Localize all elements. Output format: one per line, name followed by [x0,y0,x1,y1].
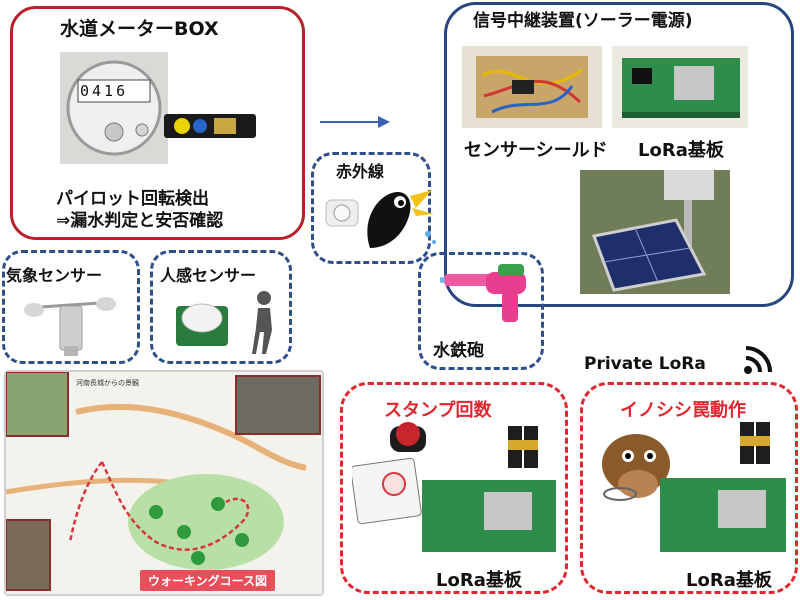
pilot-rotation-text: パイロット回転検出 [56,189,209,209]
relay-device-box [444,2,794,307]
water-gun-icon [440,262,540,328]
boar-lora-board-label: LoRa基板 [686,570,772,591]
stamp-lora-board-label: LoRa基板 [436,570,522,591]
private-lora-title: Private LoRa [584,354,706,374]
boar-icon [590,420,790,560]
meter-digits: 0416 [80,82,129,100]
walking-map-illustration [6,372,322,594]
walking-map-title: ウォーキングコース図 [140,570,276,591]
sensor-shield-photo [462,46,602,128]
weather-sensor-title: 気象センサー [6,266,103,285]
infrared-box [311,152,431,264]
water-meter-photo [60,52,260,164]
stamp-count-title: スタンプ回数 [384,400,492,421]
human-sensor-box [150,250,292,364]
lora-board-photo-relay [612,46,748,128]
stamp-count-box [340,382,568,594]
flow-arrow [318,114,390,130]
lora-board-label-relay: LoRa基板 [638,140,724,161]
pir-sensor-icon [168,288,288,358]
stamp-book-icon [352,422,558,554]
leak-check-text: ⇒漏水判定と安否確認 [56,211,224,231]
human-sensor-title: 人感センサー [160,266,257,285]
solar-panel-photo [580,170,730,294]
relay-device-title: 信号中継装置(ソーラー電源) [473,11,693,31]
infrared-title: 赤外線 [336,162,385,181]
water-gun-title: 水鉄砲 [433,341,484,361]
water-gun-box [418,252,544,370]
boar-trap-box [580,382,798,594]
crow-icon [320,178,440,258]
weather-sensor-box [2,250,140,364]
boar-trap-title: イノシシ罠動作 [620,400,746,421]
walking-map-caption: 河南長城からの景観 [76,379,139,387]
water-meter-title: 水道メーターBOX [60,18,219,40]
sensor-shield-label: センサーシールド [464,140,608,161]
anemometer-icon [20,286,120,358]
water-meter-box [10,6,305,240]
wireless-signal-icon [742,344,774,376]
